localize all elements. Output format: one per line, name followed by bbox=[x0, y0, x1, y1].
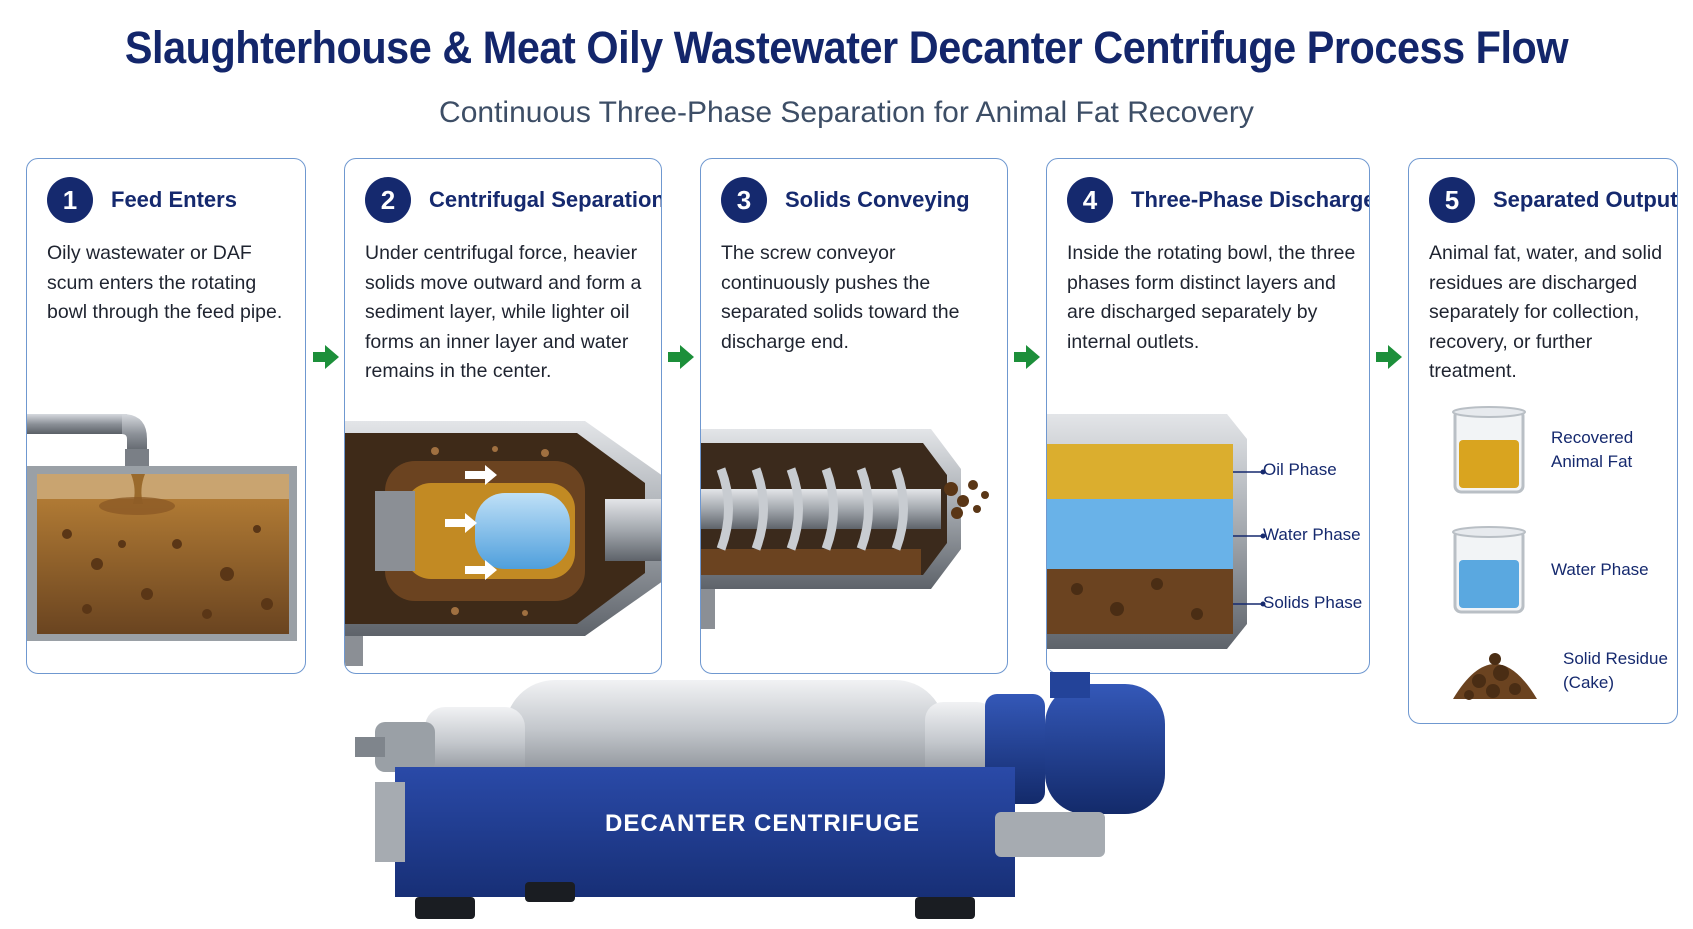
output-solids: Solid Residue (Cake) bbox=[1449, 635, 1668, 707]
flow-arrow-icon bbox=[668, 345, 694, 369]
flow-arrow-icon bbox=[313, 345, 339, 369]
output-water: Water Phase bbox=[1449, 524, 1649, 616]
page-subtitle: Continuous Three-Phase Separation for An… bbox=[439, 96, 1254, 129]
solids-phase-label: Solids Phase bbox=[1263, 593, 1363, 612]
page-title: Slaughterhouse & Meat Oily Wastewater De… bbox=[124, 22, 1569, 73]
water-phase-label: Water Phase bbox=[1263, 525, 1361, 544]
flow-arrow-icon bbox=[1014, 345, 1040, 369]
step-description: Under centrifugal force, heavier solids … bbox=[365, 242, 642, 382]
step-description: Inside the rotating bowl, the three phas… bbox=[1067, 242, 1356, 353]
step-description: Oily wastewater or DAF scum enters the r… bbox=[47, 242, 283, 323]
step-number-badge: 5 bbox=[1429, 177, 1475, 223]
fat-beaker-icon bbox=[1452, 406, 1526, 494]
machine-label: DECANTER CENTRIFUGE bbox=[605, 810, 921, 837]
step-number-badge: 3 bbox=[721, 177, 767, 223]
step-description: The screw conveyor continuously pushes t… bbox=[721, 242, 960, 353]
step-header: 4 Three-Phase Discharge bbox=[1067, 176, 1370, 224]
step-header: 2 Centrifugal Separation bbox=[365, 176, 662, 224]
step-description: Animal fat, water, and solid residues ar… bbox=[1429, 242, 1663, 382]
oil-phase-label: Oil Phase bbox=[1263, 460, 1337, 479]
step-title: Feed Enters bbox=[111, 187, 237, 212]
step-number-badge: 4 bbox=[1067, 177, 1113, 223]
feed-tank-illustration bbox=[27, 414, 297, 641]
flow-arrow-icon bbox=[1376, 345, 1402, 369]
step-header: 5 Separated Outputs bbox=[1429, 176, 1678, 224]
screw-conveyor-illustration bbox=[701, 429, 989, 629]
solid-pile-icon bbox=[1453, 653, 1537, 700]
step-card-feed-enters: 1 Feed Enters Oily wastewater or DAF scu… bbox=[26, 158, 306, 674]
output-fat: Recovered Animal Fat bbox=[1449, 404, 1633, 496]
step-card-three-phase-discharge: 4 Three-Phase Discharge Inside the rotat… bbox=[1046, 158, 1370, 674]
step-title: Separated Outputs bbox=[1493, 187, 1678, 212]
step-header: 1 Feed Enters bbox=[47, 176, 237, 224]
water-beaker-icon bbox=[1452, 526, 1526, 614]
step-title: Solids Conveying bbox=[785, 187, 970, 212]
output-label: Solid Residue (Cake) bbox=[1563, 649, 1668, 692]
step-title: Three-Phase Discharge bbox=[1131, 187, 1370, 212]
step-header: 3 Solids Conveying bbox=[721, 176, 970, 224]
output-label: Recovered Animal Fat bbox=[1551, 428, 1634, 471]
output-label: Water Phase bbox=[1551, 560, 1649, 579]
step-title: Centrifugal Separation bbox=[429, 187, 662, 212]
step-number-badge: 2 bbox=[365, 177, 411, 223]
phase-layers-illustration bbox=[1047, 414, 1266, 649]
decanter-centrifuge-illustration bbox=[355, 672, 1165, 919]
step-card-separated-outputs: 5 Separated Outputs Animal fat, water, a… bbox=[1408, 158, 1678, 724]
step-card-centrifugal-separation: 2 Centrifugal Separation Under centrifug… bbox=[344, 158, 662, 674]
step-number-badge: 1 bbox=[47, 177, 93, 223]
separation-bowl-illustration bbox=[345, 421, 661, 666]
step-card-solids-conveying: 3 Solids Conveying The screw conveyor co… bbox=[700, 158, 1008, 674]
